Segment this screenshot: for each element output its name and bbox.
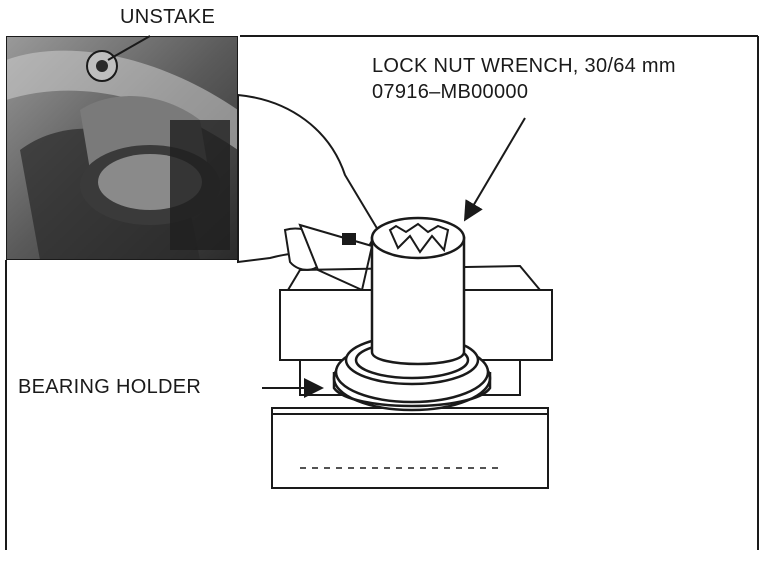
lock-nut-wrench-label: LOCK NUT WRENCH, 30/64 mm — [372, 55, 676, 77]
unstake-label: UNSTAKE — [120, 6, 216, 28]
bearing-holder-label: BEARING HOLDER — [18, 376, 202, 398]
lock-nut-wrench-part-number: 07916–MB00000 — [372, 81, 529, 103]
lock-nut-wrench-socket — [370, 216, 466, 366]
unstake-inset-photo — [6, 36, 238, 260]
hand-holding-wrench — [237, 93, 380, 292]
figure-frame — [5, 35, 759, 550]
wrench-callout-arrow — [463, 117, 526, 222]
unstake-leader-line — [107, 35, 151, 61]
